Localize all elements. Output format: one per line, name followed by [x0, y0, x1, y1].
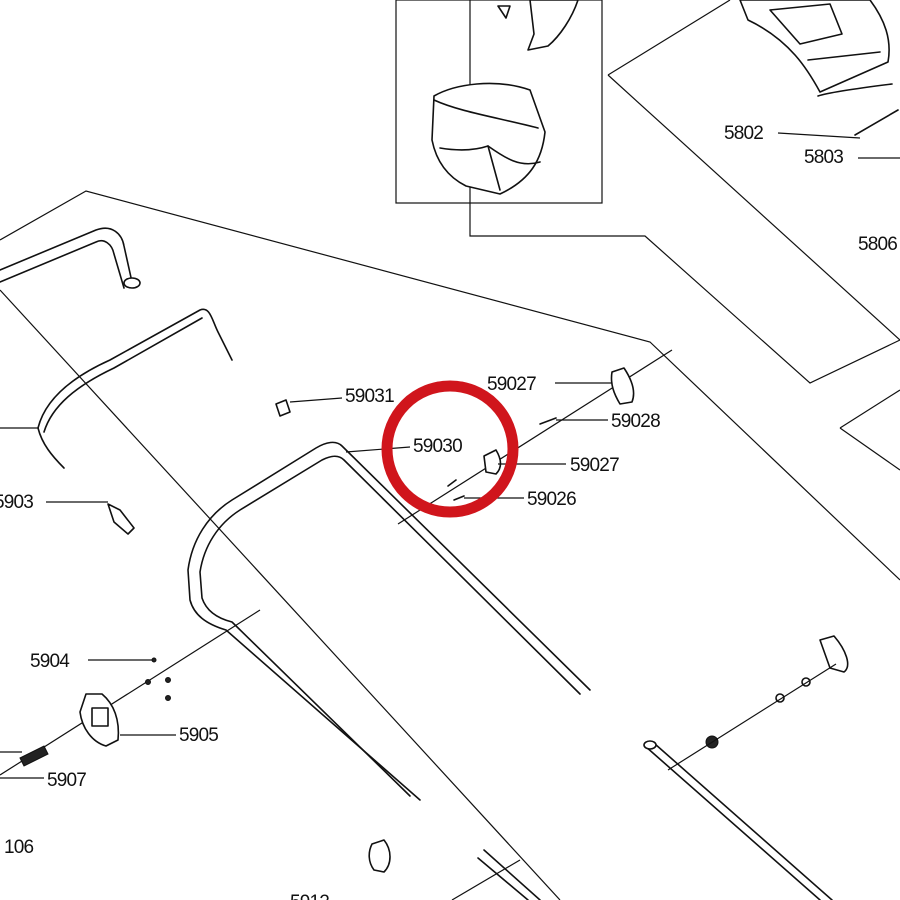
- label-5803: 5803: [804, 147, 843, 168]
- deck-panel-outline: [0, 190, 900, 900]
- leader-lines: [0, 132, 900, 779]
- label-59031: 59031: [345, 386, 394, 407]
- top-right-assembly: [607, 0, 900, 341]
- label-5903: 5903: [0, 492, 33, 513]
- hardware-parts: [19, 367, 849, 900]
- label-59027-top: 59027: [487, 374, 536, 395]
- highlight-circle: [381, 380, 519, 518]
- inset-box: [395, 0, 900, 384]
- label-5907: 5907: [47, 770, 86, 791]
- label-59030: 59030: [413, 436, 462, 457]
- upper-handle: [0, 227, 233, 469]
- label-5806: 5806: [858, 234, 897, 255]
- part-labels: 5802 5803 5806 59031 59030 59027 59028 5…: [0, 123, 898, 900]
- label-5802: 5802: [724, 123, 763, 144]
- label-5905: 5905: [179, 725, 218, 746]
- label-59028: 59028: [611, 411, 660, 432]
- label-59026: 59026: [527, 489, 576, 510]
- label-5904: 5904: [30, 651, 70, 672]
- label-59027-mid: 59027: [570, 455, 619, 476]
- label-106: 106: [4, 837, 34, 858]
- label-5912: 5912: [290, 892, 329, 900]
